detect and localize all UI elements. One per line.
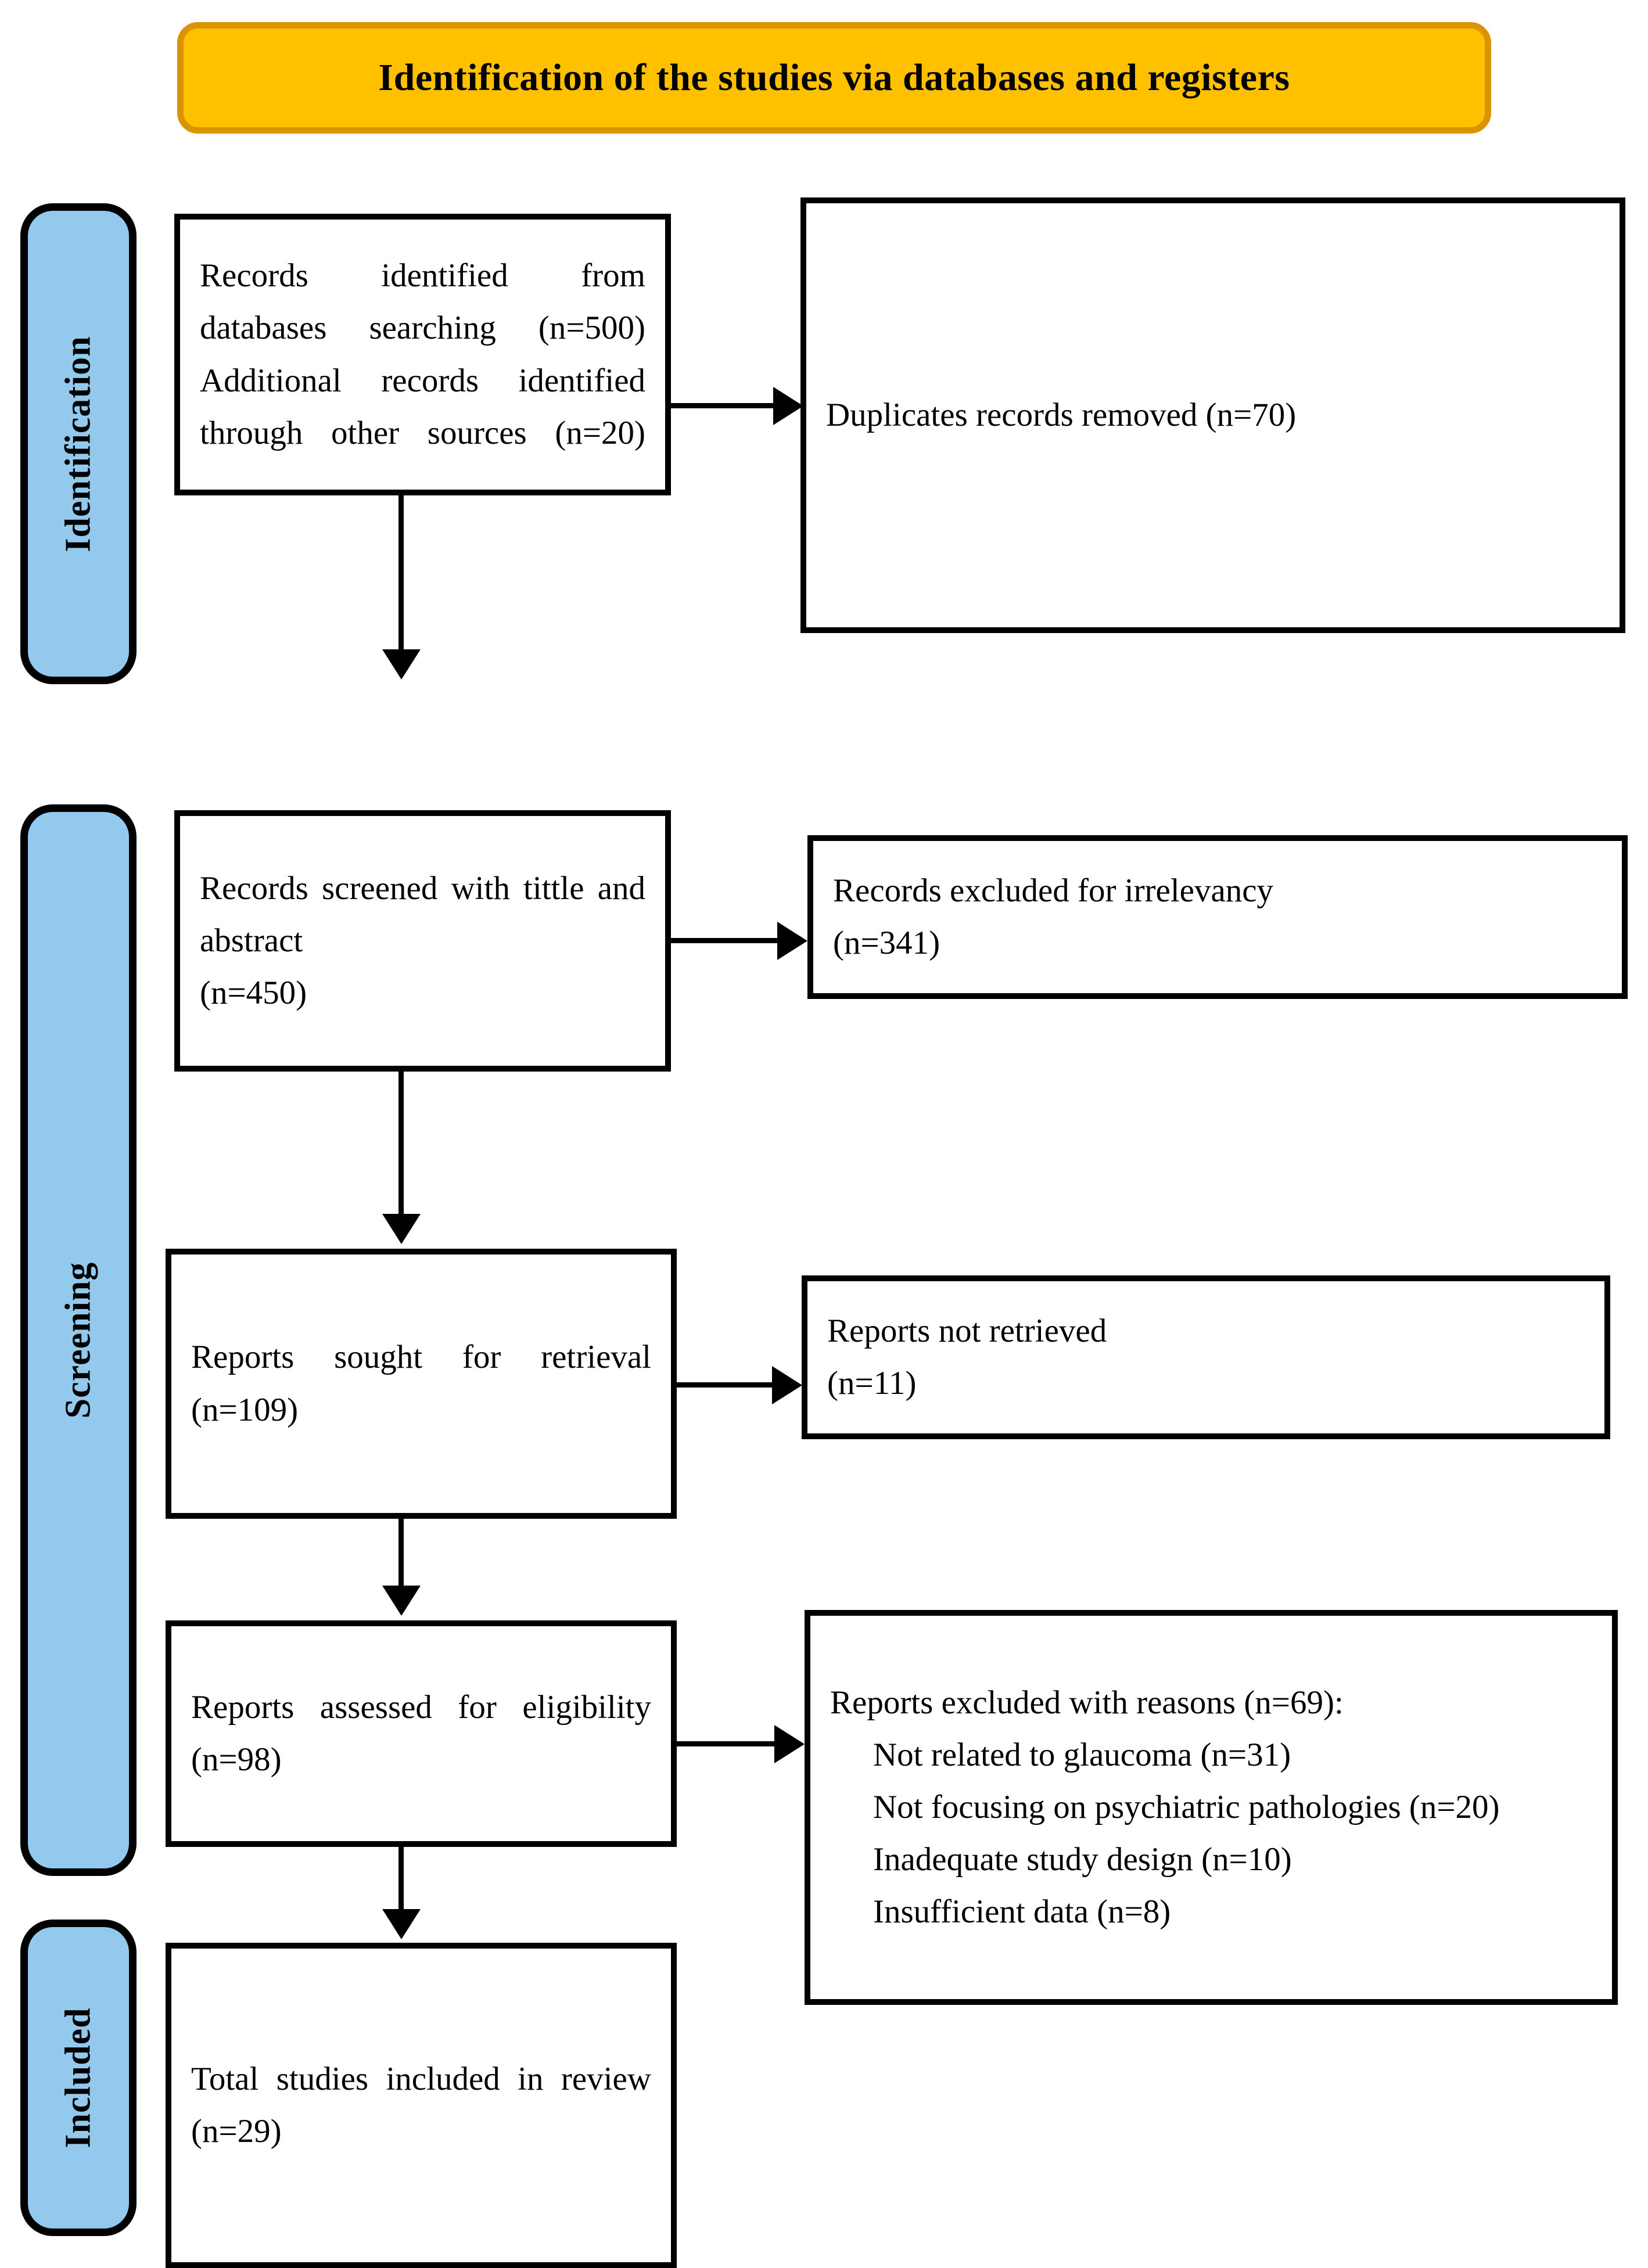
records-excluded-line2: (n=341) — [833, 925, 940, 961]
box-records-excluded: Records excluded for irrelevancy (n=341) — [807, 835, 1628, 999]
connector-arrowhead-sought-to-assessed — [382, 1586, 421, 1616]
phase-sidebar-identification: Identification — [20, 203, 137, 684]
reports-sought-line2: (n=109) — [191, 1391, 299, 1428]
phase-label-included: Included — [58, 2007, 98, 2148]
connector-line-assessed-to-excluded-reasons — [677, 1741, 775, 1746]
reports-not-retrieved-line1: Reports not retrieved — [827, 1312, 1107, 1349]
phase-label-identification: Identification — [58, 335, 98, 552]
records-excluded-line1: Records excluded for irrelevancy — [833, 872, 1274, 909]
connector-line-screened-to-excluded — [671, 938, 778, 943]
connector-arrowhead-screened-to-excluded — [777, 922, 807, 960]
box-records-screened: Records screened with tittle and abstrac… — [174, 810, 671, 1072]
reports-excluded-reason-0: Not related to glaucoma (n=31) — [873, 1736, 1291, 1773]
connector-arrowhead-identified-to-duplicates — [773, 387, 803, 425]
connector-line-identified-to-duplicates — [671, 403, 774, 408]
page-title: Identification of the studies via databa… — [378, 56, 1290, 99]
connector-line-screened-to-sought — [398, 1072, 404, 1217]
reports-excluded-reason-2: Inadequate study design (n=10) — [873, 1841, 1292, 1878]
phase-label-screening: Screening — [58, 1261, 98, 1419]
reports-not-retrieved-line2: (n=11) — [827, 1365, 917, 1401]
connector-line-identified-to-screened — [398, 495, 404, 652]
total-included-line2: (n=29) — [191, 2113, 282, 2150]
box-reports-sought: Reports sought for retrieval (n=109) — [166, 1249, 677, 1519]
records-identified-line2: Additional records identified through ot… — [200, 362, 645, 451]
records-identified-line1: Records identified from databases search… — [200, 257, 645, 347]
phase-sidebar-included: Included — [20, 1920, 137, 2236]
box-records-identified: Records identified from databases search… — [174, 214, 671, 495]
records-screened-line1: Records screened with tittle and abstrac… — [200, 869, 645, 959]
total-included-line1: Total studies included in review — [191, 2060, 651, 2097]
connector-arrowhead-assessed-to-excluded-reasons — [774, 1725, 805, 1763]
box-duplicates-removed: Duplicates records removed (n=70) — [800, 197, 1625, 633]
connector-arrowhead-identified-to-screened — [382, 649, 421, 680]
box-total-included: Total studies included in review (n=29) — [166, 1943, 677, 2268]
records-screened-line2: (n=450) — [200, 975, 307, 1012]
reports-excluded-reason-3: Insufficient data (n=8) — [873, 1893, 1171, 1931]
phase-sidebar-screening: Screening — [20, 804, 137, 1876]
reports-excluded-reason-1: Not focusing on psychiatric pathologies … — [873, 1788, 1500, 1825]
connector-line-sought-to-not-retrieved — [677, 1382, 773, 1388]
connector-arrowhead-screened-to-sought — [382, 1214, 421, 1244]
duplicates-removed-line1: Duplicates records removed (n=70) — [826, 396, 1297, 433]
reports-assessed-line1: Reports assessed for eligibility (n=98) — [191, 1688, 651, 1778]
reports-sought-line1: Reports sought for retrieval — [191, 1339, 651, 1376]
connector-line-sought-to-assessed — [398, 1519, 404, 1588]
header-banner: Identification of the studies via databa… — [177, 22, 1491, 134]
box-reports-not-retrieved: Reports not retrieved (n=11) — [802, 1275, 1610, 1439]
box-reports-excluded-reasons: Reports excluded with reasons (n=69): No… — [805, 1610, 1618, 2005]
connector-line-assessed-to-included — [398, 1847, 404, 1912]
box-reports-assessed: Reports assessed for eligibility (n=98) — [166, 1620, 677, 1847]
connector-arrowhead-sought-to-not-retrieved — [772, 1366, 802, 1404]
connector-arrowhead-assessed-to-included — [382, 1909, 421, 1939]
reports-excluded-header: Reports excluded with reasons (n=69): — [830, 1684, 1344, 1721]
